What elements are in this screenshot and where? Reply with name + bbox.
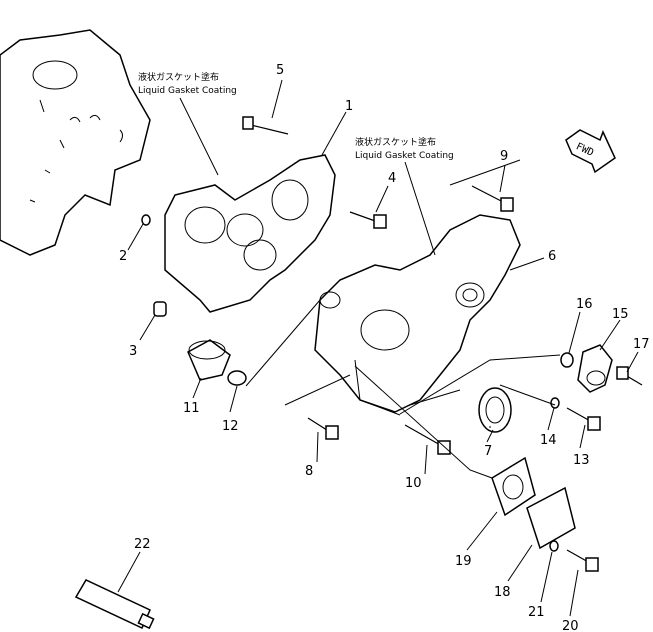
gasket-part-19 bbox=[491, 456, 536, 517]
callout-1: 1 bbox=[345, 99, 353, 114]
bolt-part-9 bbox=[471, 185, 514, 212]
coating-note-right-en: Liquid Gasket Coating bbox=[355, 151, 454, 161]
bolt-part-20 bbox=[566, 549, 599, 572]
bolt-part-13 bbox=[566, 407, 601, 431]
callout-13: 13 bbox=[573, 453, 590, 468]
washer-part-21 bbox=[549, 540, 559, 552]
callout-3: 3 bbox=[129, 344, 137, 359]
callout-4: 4 bbox=[388, 171, 396, 186]
callout-17: 17 bbox=[633, 337, 650, 352]
bolt-part-5 bbox=[242, 116, 289, 135]
bolt-part-10 bbox=[404, 424, 451, 455]
callout-6: 6 bbox=[548, 249, 556, 264]
callout-16: 16 bbox=[576, 297, 593, 312]
leader-lines bbox=[117, 79, 639, 617]
callout-15: 15 bbox=[612, 307, 629, 322]
bolt-part-17 bbox=[616, 366, 643, 386]
coating-note-left-en: Liquid Gasket Coating bbox=[138, 86, 237, 96]
front-cover-part-6 bbox=[314, 214, 521, 416]
callout-10: 10 bbox=[405, 476, 422, 491]
callout-20: 20 bbox=[562, 619, 579, 632]
callout-19: 19 bbox=[455, 554, 472, 569]
callout-8: 8 bbox=[305, 464, 313, 479]
washer-part-14 bbox=[550, 397, 560, 409]
callout-11: 11 bbox=[183, 401, 200, 416]
oil-seal-part-7 bbox=[478, 387, 512, 433]
cap-part-11 bbox=[187, 339, 231, 381]
callout-7: 7 bbox=[484, 444, 492, 459]
bolt-part-8 bbox=[307, 417, 339, 440]
o-ring-part-16 bbox=[560, 352, 574, 368]
sensor-part-15 bbox=[577, 344, 613, 393]
gasket-tube-part-22 bbox=[74, 579, 155, 630]
engine-block bbox=[0, 29, 151, 256]
callout-5: 5 bbox=[276, 63, 284, 78]
callout-9: 9 bbox=[500, 149, 508, 164]
cover-plate-part-18 bbox=[526, 486, 576, 550]
callout-21: 21 bbox=[528, 605, 545, 620]
callout-2: 2 bbox=[119, 249, 127, 264]
ring-part-2 bbox=[141, 214, 151, 226]
gasket-plate-part-1 bbox=[164, 154, 336, 313]
fwd-arrow-icon: FWD bbox=[565, 129, 616, 174]
callout-labels: 1 2 3 4 5 6 7 8 9 10 11 12 13 14 15 16 1… bbox=[119, 63, 650, 632]
bolt-part-4 bbox=[349, 211, 387, 229]
callout-12: 12 bbox=[222, 419, 239, 434]
callout-22: 22 bbox=[134, 537, 151, 552]
callout-14: 14 bbox=[540, 433, 557, 448]
dowel-part-3 bbox=[153, 301, 167, 317]
coating-note-left-jp: 液状ガスケット塗布 bbox=[138, 71, 219, 83]
coating-note-right-jp: 液状ガスケット塗布 bbox=[355, 136, 436, 148]
o-ring-part-12 bbox=[227, 370, 247, 386]
callout-18: 18 bbox=[494, 585, 511, 600]
